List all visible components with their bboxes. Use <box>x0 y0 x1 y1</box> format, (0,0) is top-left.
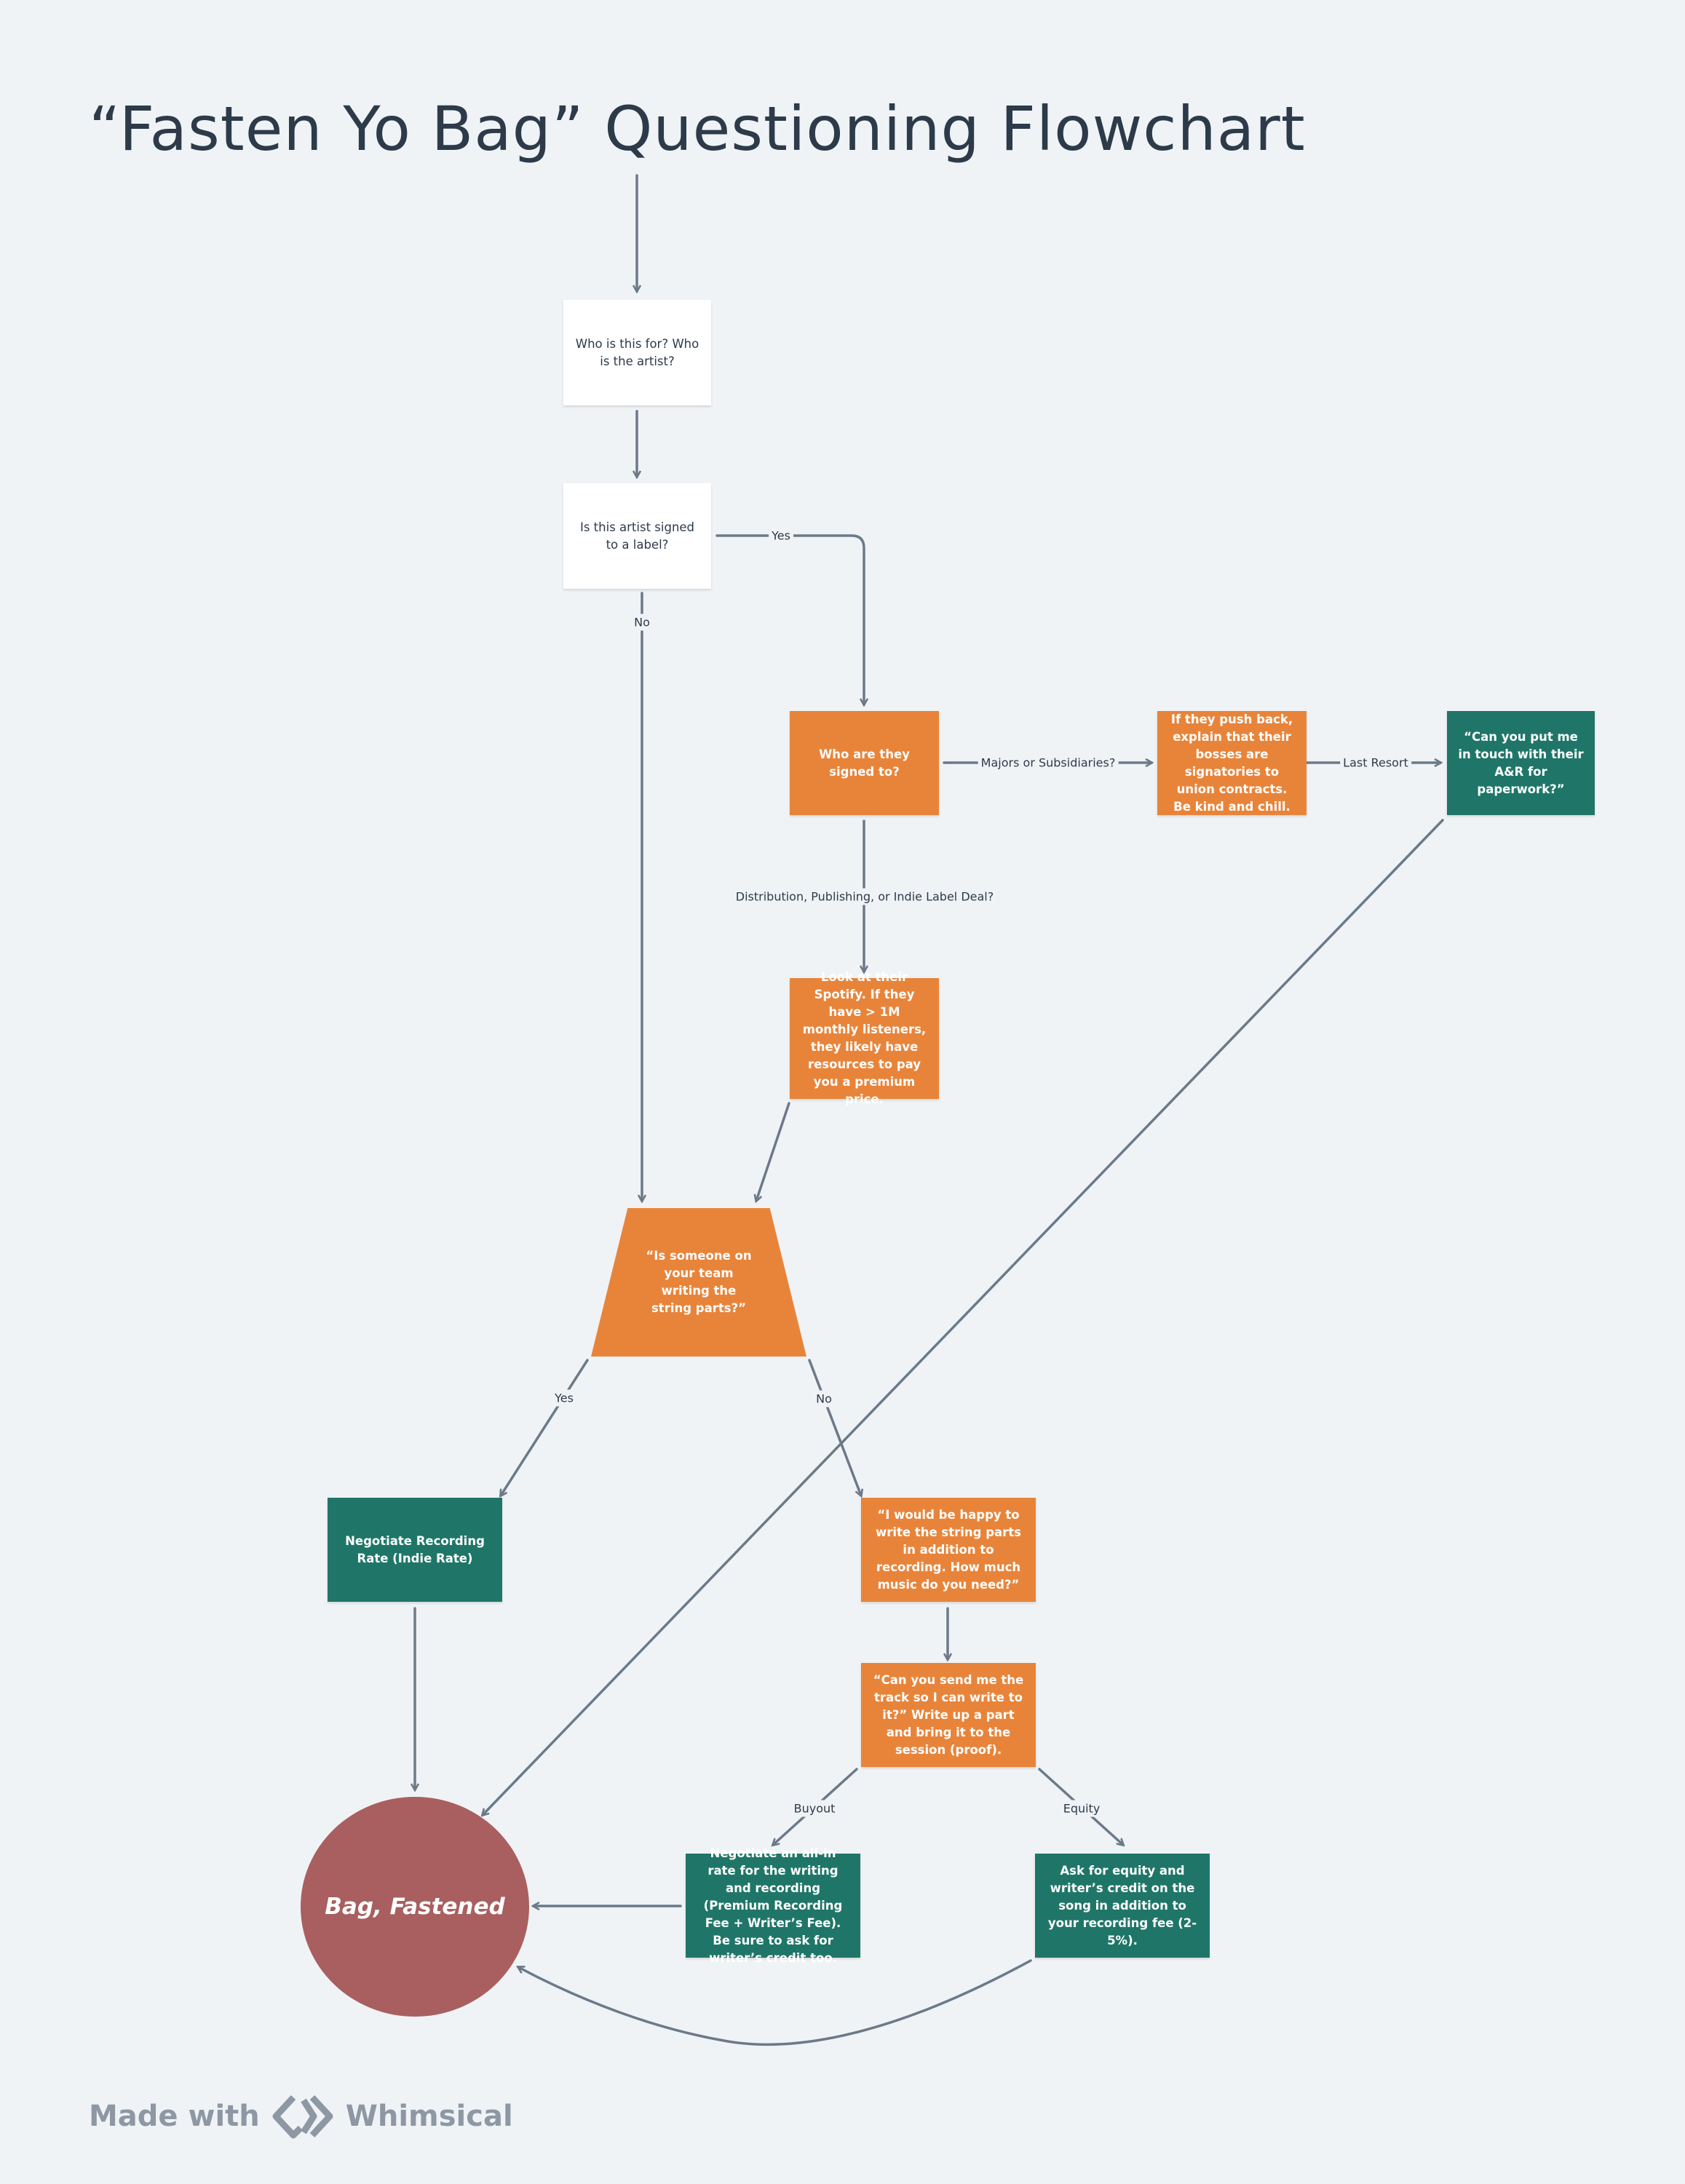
node-happy-to-write[interactable]: “I would be happy to write the string pa… <box>861 1498 1036 1602</box>
node-put-in-touch[interactable]: “Can you put me in touch with their A&R … <box>1447 711 1595 815</box>
edge-label-distribution: Distribution, Publishing, or Indie Label… <box>732 888 997 905</box>
node-equity[interactable]: Ask for equity and writer’s credit on th… <box>1035 1854 1210 1958</box>
node-push-back[interactable]: If they push back, explain that their bo… <box>1157 711 1307 815</box>
edge-label-majors: Majors or Subsidiaries? <box>978 754 1119 771</box>
edge-string-parts-no <box>808 1359 861 1496</box>
node-who-for[interactable]: Who is this for? Who is the artist? <box>563 300 711 405</box>
edge-spotify-to-string-parts <box>756 1102 790 1201</box>
edge-label-last-resort: Last Resort <box>1340 754 1411 771</box>
footer[interactable]: Made with Whimsical <box>89 2094 513 2139</box>
node-who-signed[interactable]: Who are they signed to? <box>790 711 939 815</box>
node-send-track-text: “Can you send me the track so I can writ… <box>873 1672 1024 1757</box>
edge-put-in-touch-to-bag <box>483 819 1444 1815</box>
node-negotiate-recording[interactable]: Negotiate Recording Rate (Indie Rate) <box>328 1498 502 1602</box>
edge-string-parts-yes <box>501 1359 589 1496</box>
made-with-text: Made with <box>89 2100 260 2133</box>
node-negotiate-recording-text: Negotiate Recording Rate (Indie Rate) <box>345 1533 485 1565</box>
node-bag-fastened[interactable]: Bag, Fastened <box>301 1797 529 2017</box>
node-who-signed-text: Who are they signed to? <box>819 747 910 779</box>
node-spotify-text: Look at their Spotify. If they have > 1M… <box>802 970 927 1106</box>
node-is-signed-text: Is this artist signed to a label? <box>579 520 695 552</box>
node-all-in-rate-text: Negotiate an all-in rate for the writing… <box>703 1846 843 1965</box>
node-happy-to-write-text: “I would be happy to write the string pa… <box>875 1507 1022 1592</box>
edge-label-equity: Equity <box>1060 1800 1103 1817</box>
page-title: “Fasten Yo Bag” Questioning Flowchart <box>89 93 1306 164</box>
edge-label-buyout: Buyout <box>790 1800 838 1817</box>
node-send-track[interactable]: “Can you send me the track so I can writ… <box>861 1663 1036 1767</box>
node-push-back-text: If they push back, explain that their bo… <box>1170 712 1293 814</box>
whimsical-brand-text: Whimsical <box>345 2100 513 2133</box>
node-string-parts-text: “Is someone on your team writing the str… <box>646 1249 752 1315</box>
node-string-parts[interactable]: “Is someone on your team writing the str… <box>591 1208 806 1357</box>
edge-equity-to-bag <box>518 1959 1032 2046</box>
edge-label-no-signed: No <box>631 613 653 631</box>
edge-label-no-team: No <box>813 1390 835 1407</box>
node-is-signed[interactable]: Is this artist signed to a label? <box>563 483 711 589</box>
edge-label-yes-team: Yes <box>552 1389 576 1407</box>
edge-is-signed-yes <box>715 534 864 704</box>
node-put-in-touch-text: “Can you put me in touch with their A&R … <box>1458 729 1584 796</box>
node-equity-text: Ask for equity and writer’s credit on th… <box>1047 1863 1197 1947</box>
node-all-in-rate[interactable]: Negotiate an all-in rate for the writing… <box>686 1846 860 1965</box>
node-who-for-text: Who is this for? Who is the artist? <box>575 336 699 368</box>
whimsical-logo-icon <box>272 2094 333 2139</box>
node-bag-fastened-text: Bag, Fastened <box>325 1894 505 1920</box>
node-spotify[interactable]: Look at their Spotify. If they have > 1M… <box>790 970 939 1106</box>
edge-label-yes-signed: Yes <box>769 527 793 544</box>
